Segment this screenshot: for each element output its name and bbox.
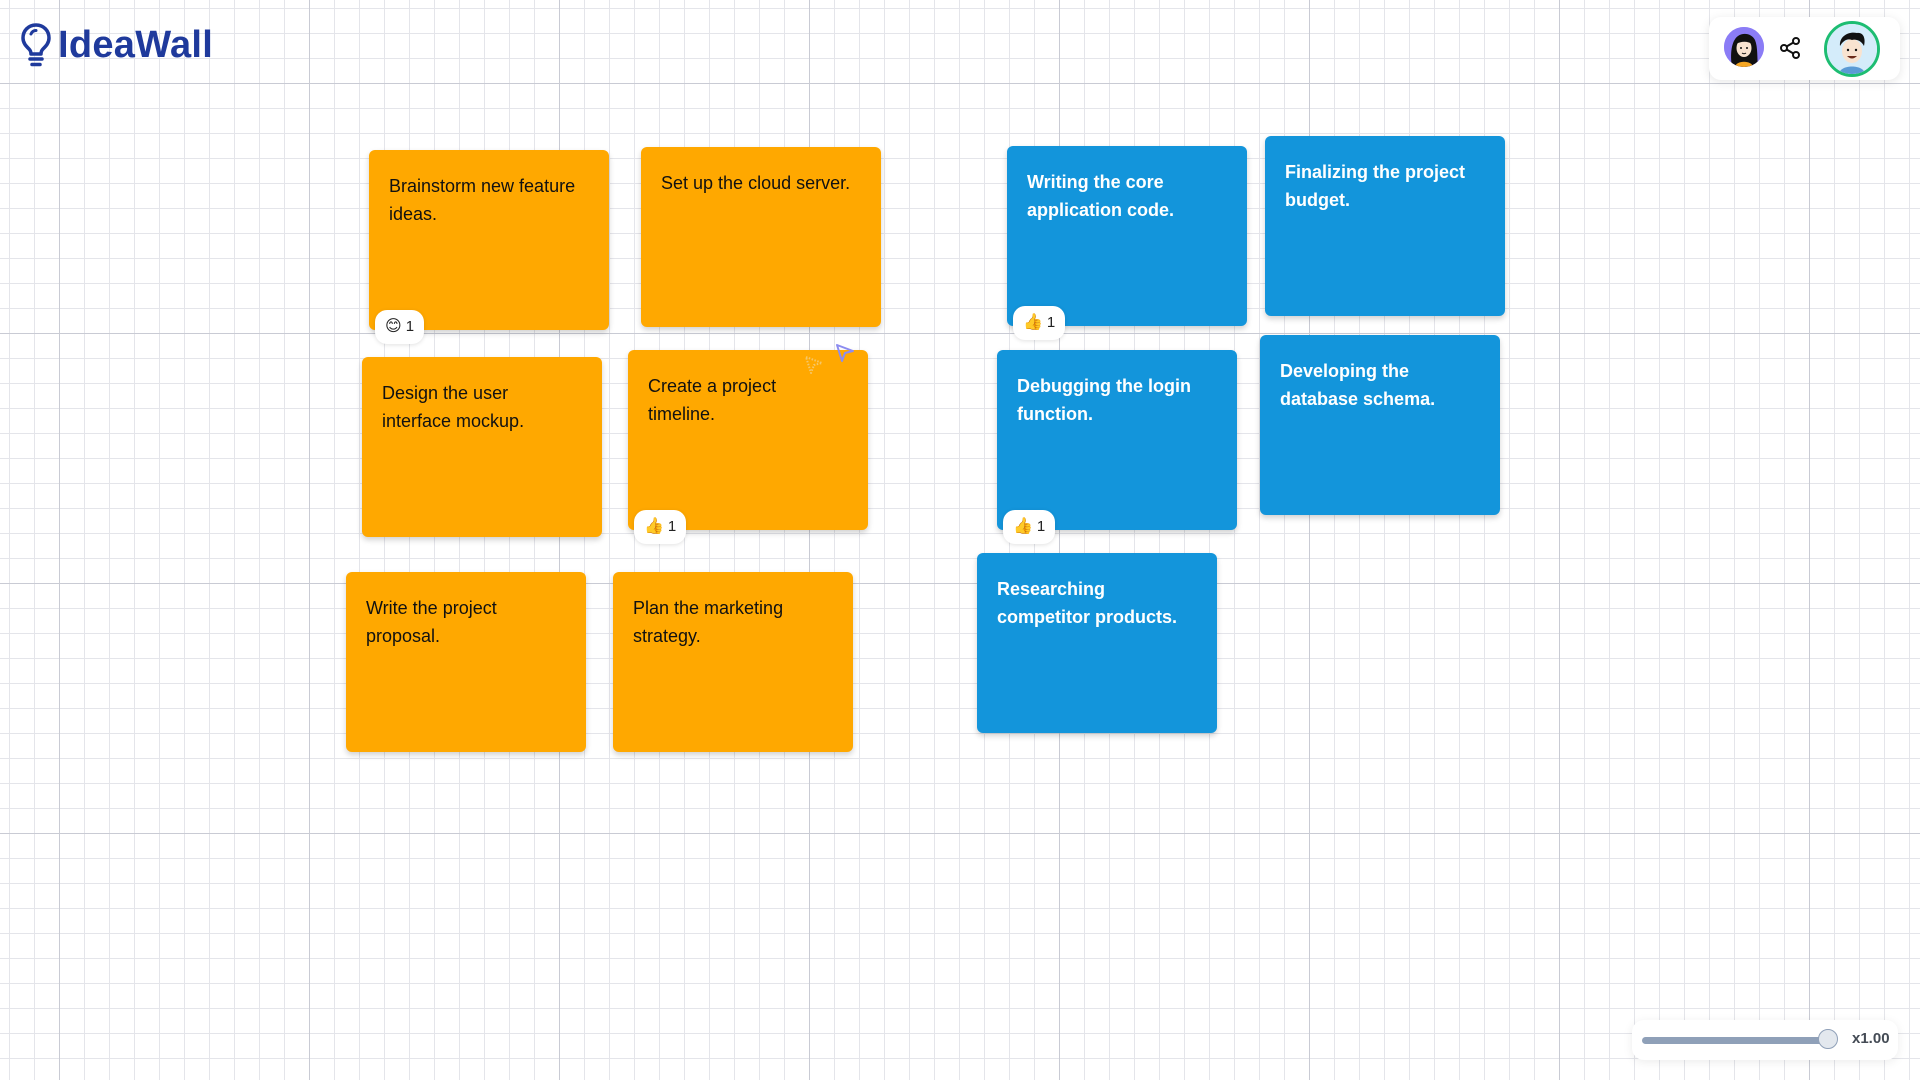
reaction-count: 1	[1046, 314, 1056, 331]
reaction-count: 1	[667, 518, 677, 535]
reaction-count: 1	[405, 318, 415, 335]
sticky-note[interactable]: Create a project timeline. 👍1	[628, 350, 868, 544]
sticky-note[interactable]: Researching competitor products.	[977, 553, 1217, 733]
sticky-note[interactable]: Debugging the login function. 👍1	[997, 350, 1237, 544]
note-text: Writing the core application code.	[1027, 172, 1175, 220]
note-text: Debugging the login function.	[1017, 376, 1191, 424]
thumbs-up-icon: 👍	[1013, 518, 1033, 535]
collaborator-cursor-icon	[805, 356, 823, 374]
note-text: Brainstorm new feature ideas.	[389, 176, 576, 224]
sticky-note[interactable]: Developing the database schema.	[1260, 335, 1500, 515]
avatar-man-icon	[1827, 24, 1877, 74]
reaction-badge[interactable]: 👍1	[1003, 510, 1056, 544]
avatar-woman-icon	[1724, 27, 1764, 67]
note-text: Finalizing the project budget.	[1285, 162, 1466, 210]
sticky-note[interactable]: Design the user interface mockup.	[362, 357, 602, 537]
note-text: Set up the cloud server.	[661, 173, 851, 193]
collaborator-avatar[interactable]	[1724, 27, 1764, 67]
note-text: Plan the marketing strategy.	[633, 598, 784, 646]
note-text: Researching competitor products.	[997, 579, 1178, 627]
thumbs-up-icon: 👍	[644, 518, 664, 535]
share-button[interactable]	[1778, 36, 1802, 60]
sticky-note[interactable]: Set up the cloud server.	[641, 147, 881, 327]
current-user-avatar[interactable]	[1824, 21, 1880, 77]
reaction-badge[interactable]: 😊1	[375, 310, 425, 344]
note-text: Create a project timeline.	[648, 376, 777, 424]
note-text: Developing the database schema.	[1280, 361, 1436, 409]
note-text: Write the project proposal.	[366, 598, 497, 646]
sticky-note[interactable]: Plan the marketing strategy.	[613, 572, 853, 752]
reaction-count: 1	[1036, 518, 1046, 535]
sticky-note[interactable]: Brainstorm new feature ideas. 😊1	[369, 150, 609, 344]
collaborators-panel	[1709, 17, 1900, 80]
note-text: Design the user interface mockup.	[382, 383, 525, 431]
sticky-note[interactable]: Finalizing the project budget.	[1265, 136, 1505, 316]
zoom-slider-track[interactable]	[1642, 1037, 1830, 1044]
app-title: IdeaWall	[58, 24, 214, 66]
zoom-control: x1.00	[1632, 1020, 1898, 1060]
zoom-slider-thumb[interactable]	[1818, 1029, 1838, 1049]
app-logo: IdeaWall	[20, 22, 213, 68]
lightbulb-icon	[21, 23, 51, 67]
reaction-badge[interactable]: 👍1	[1013, 306, 1066, 340]
sticky-note[interactable]: Write the project proposal.	[346, 572, 586, 752]
share-icon	[1780, 37, 1800, 59]
thumbs-up-icon: 👍	[1023, 314, 1043, 331]
reaction-badge[interactable]: 👍1	[634, 510, 687, 544]
sticky-note[interactable]: Writing the core application code. 👍1	[1007, 146, 1247, 340]
smiley-icon: 😊	[385, 318, 402, 335]
collaborator-cursor-icon	[836, 344, 854, 362]
zoom-level-label: x1.00	[1852, 1030, 1890, 1047]
